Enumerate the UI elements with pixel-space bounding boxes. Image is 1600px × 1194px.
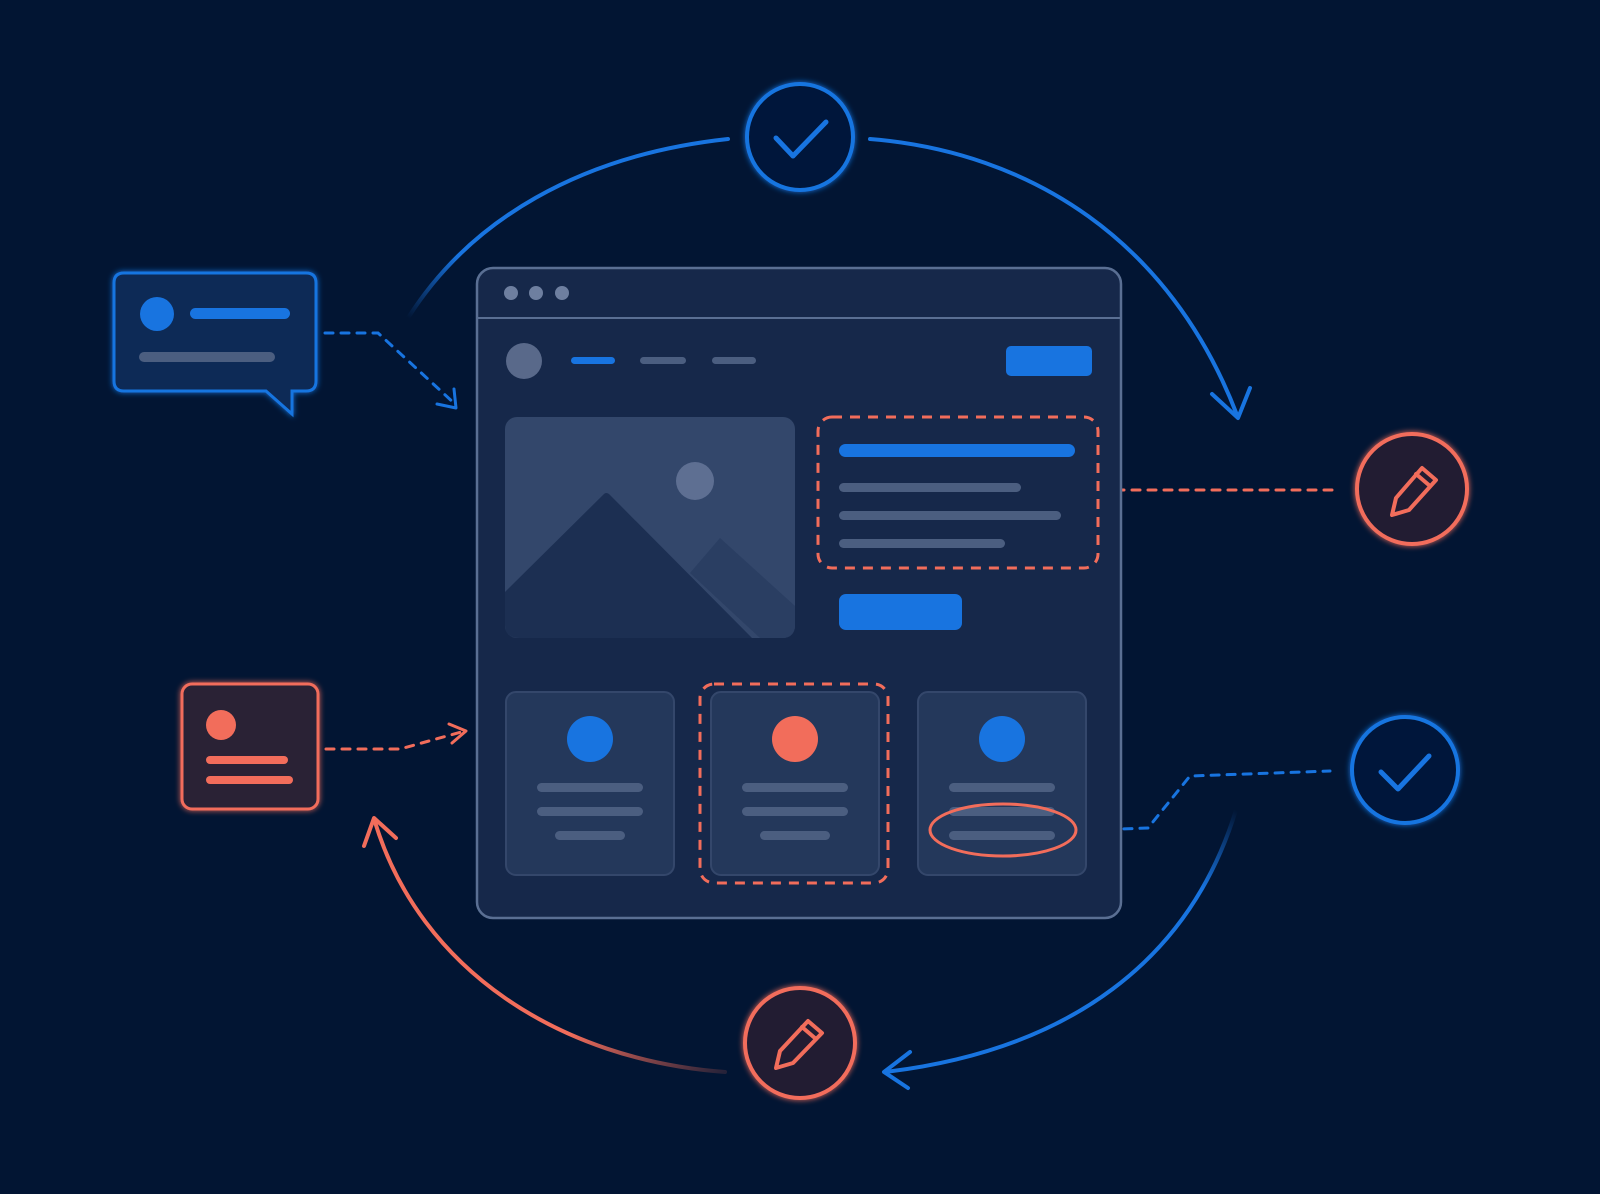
- feature-card-highlighted: [698, 682, 890, 885]
- pencil-icon: [1390, 466, 1438, 517]
- hero-text-line: [839, 483, 1021, 492]
- hero-text-line: [839, 539, 1005, 548]
- card-icon-dot: [772, 716, 818, 762]
- window-dot: [504, 286, 518, 300]
- hero-text-line: [839, 511, 1061, 520]
- connector-blue-comment-head: [435, 387, 458, 410]
- connector-coral-comment-head: [447, 722, 468, 745]
- arc-bottom-to-left: [373, 820, 727, 1074]
- card-icon-dot: [567, 716, 613, 762]
- hero-heading-line: [839, 444, 1075, 457]
- nav-link: [640, 357, 686, 364]
- card-line: [760, 831, 830, 840]
- window-dot: [555, 286, 569, 300]
- pencil-icon: [774, 1019, 824, 1070]
- comment-line: [139, 352, 275, 362]
- hero-cta-button: [839, 594, 962, 630]
- feature-card: [917, 691, 1087, 876]
- dashed-connectors: [323, 331, 1337, 832]
- mountain-shape: [505, 493, 752, 638]
- connector-blue-comment: [323, 331, 457, 406]
- arc-left-to-top: [406, 137, 730, 320]
- approve-node-top: [745, 82, 855, 192]
- nav-link: [712, 357, 756, 364]
- arc-top-to-right: [868, 137, 1239, 417]
- avatar-dot: [140, 297, 174, 331]
- edit-node-right: [1355, 432, 1469, 546]
- window-controls: [504, 286, 569, 300]
- arrowhead-left: [362, 816, 398, 848]
- profile-card-icon: [180, 682, 320, 811]
- card-line: [537, 807, 643, 816]
- card-line: [537, 783, 643, 792]
- mountain-shape-small: [690, 538, 795, 638]
- circled-line-highlight: [928, 802, 1078, 858]
- connector-coral-comment: [324, 729, 467, 751]
- chat-bubble-icon: [112, 271, 318, 418]
- window-dot: [529, 286, 543, 300]
- avatar-dot: [206, 710, 236, 740]
- connector-approve-right: [1090, 769, 1332, 832]
- sun-shape: [676, 462, 714, 500]
- cycle-arrows: [362, 137, 1252, 1090]
- approve-node-right: [1350, 715, 1460, 825]
- check-icon: [1378, 753, 1432, 792]
- card-line: [742, 783, 848, 792]
- card-highlight-border: [698, 682, 890, 885]
- card-line: [949, 807, 1055, 816]
- nav-link-active: [571, 357, 615, 364]
- card-line: [949, 831, 1055, 840]
- comment-line: [206, 776, 293, 784]
- website-mockup: [475, 266, 1123, 920]
- arrowhead-right: [1210, 386, 1252, 420]
- hero-image-placeholder: [505, 417, 795, 638]
- comment-card-coral: [180, 682, 320, 811]
- card-line: [555, 831, 625, 840]
- nav-cta-button: [1006, 346, 1092, 376]
- feature-card: [505, 691, 675, 876]
- arc-right-to-bottom: [883, 808, 1238, 1074]
- hero-text-highlight: [816, 415, 1100, 570]
- comment-card-blue: [112, 271, 318, 418]
- site-logo: [506, 343, 542, 379]
- card-line: [742, 807, 848, 816]
- check-icon: [773, 119, 829, 159]
- arrowhead-bottom: [882, 1050, 912, 1090]
- card-icon-dot: [979, 716, 1025, 762]
- comment-line: [190, 308, 290, 319]
- card-line: [949, 783, 1055, 792]
- edit-node-bottom: [743, 986, 857, 1100]
- comment-line: [206, 756, 288, 764]
